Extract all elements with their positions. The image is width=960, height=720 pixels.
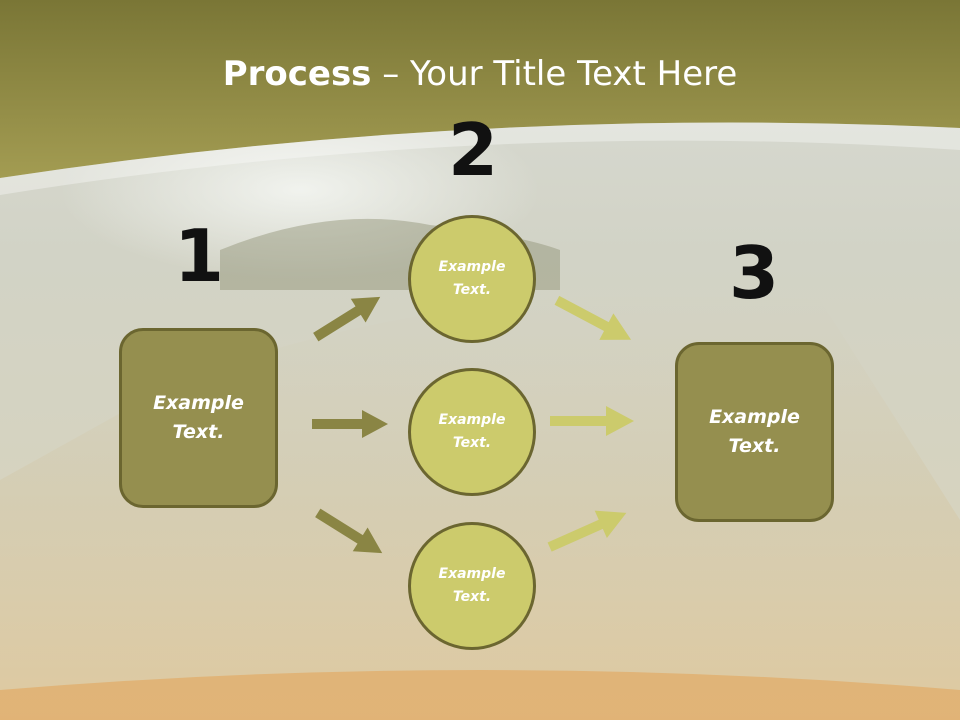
step-number-3: 3 [728,231,780,315]
band-highlight [0,122,960,195]
top-band [0,0,960,178]
circle-middle-label: Example Text. [438,412,506,451]
arrow-right-bottom [547,510,627,552]
step-2-circle-middle: Example Text. [408,368,536,496]
arrow-right-top [554,295,632,340]
page-title: Process – Your Title Text Here [0,52,960,96]
title-bold: Process [222,54,372,94]
step-1-label: Example Text. [153,392,244,443]
step-2-circle-bottom: Example Text. [408,522,536,650]
title-rest: – Your Title Text Here [371,54,738,94]
arrow-left-bottom [315,508,383,554]
arrow-left-top [313,296,381,342]
step-3-label: Example Text. [709,406,800,457]
hood-glow [0,670,960,720]
arrow-right-middle [550,406,634,436]
step-number-2: 2 [447,108,499,192]
circle-top-label: Example Text. [438,259,506,298]
step-1-box: Example Text. [119,328,278,508]
step-3-box: Example Text. [675,342,834,522]
arrow-left-middle [312,410,388,438]
step-2-circle-top: Example Text. [408,215,536,343]
circle-bottom-label: Example Text. [438,566,506,605]
step-number-1: 1 [173,214,225,298]
